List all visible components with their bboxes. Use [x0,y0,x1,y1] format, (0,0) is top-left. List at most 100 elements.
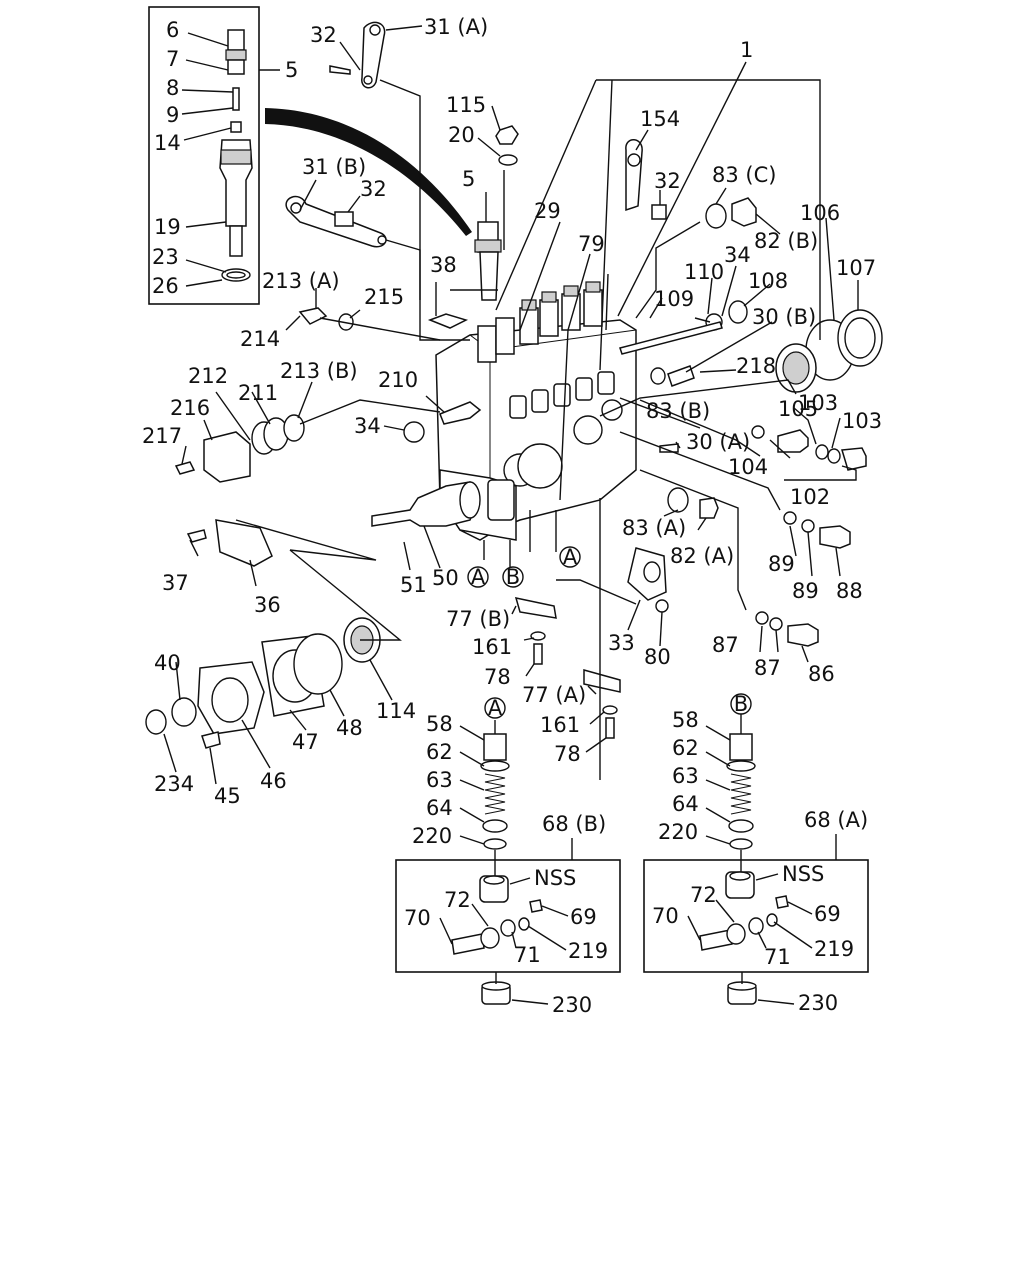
callout-8: 8 [166,76,179,100]
circle-marker-b-2: B [730,692,752,716]
callout-19: 19 [154,215,181,239]
callout-114: 114 [376,699,416,723]
callout-32-c: 32 [654,169,681,193]
tappet-stack-b [726,733,756,850]
callout-48: 48 [336,716,363,740]
callout-26: 26 [152,274,179,298]
callout-69-a: 69 [570,905,597,929]
callout-78-a: 78 [484,665,511,689]
callout-83-a: 83 (A) [622,516,686,540]
callout-34-a: 34 [354,414,381,438]
callout-62-a: 62 [426,740,453,764]
callout-230-a: 230 [552,993,592,1017]
callout-nss-b: NSS [782,862,824,886]
callout-82-b: 82 (B) [754,229,818,253]
callout-7: 7 [166,47,179,71]
svg-text:A: A [471,565,486,589]
callout-20: 20 [448,123,475,147]
callout-1: 1 [740,38,753,62]
callout-62-b: 62 [672,736,699,760]
callout-88: 88 [836,579,863,603]
callout-110: 110 [684,260,724,284]
callout-45: 45 [214,784,241,808]
callout-5: 5 [462,167,475,191]
reference-swoosh-arrow [265,108,472,236]
callout-211: 211 [238,381,278,405]
callout-14: 14 [154,131,181,155]
callout-32-a: 32 [310,23,337,47]
callout-46: 46 [260,769,287,793]
callout-68-b: 68 (B) [542,812,606,836]
circle-marker-b-1: B [502,565,524,589]
callout-214: 214 [240,327,280,351]
callout-5-inset: 5 [285,58,298,82]
callout-37: 37 [162,571,189,595]
callout-33: 33 [608,631,635,655]
callout-87-a: 87 [712,633,739,657]
callout-220-a: 220 [412,824,452,848]
delivery-valve-holder [474,221,502,301]
callout-64-a: 64 [426,796,453,820]
callout-32-b: 32 [360,177,387,201]
callout-86: 86 [808,662,835,686]
callout-79: 79 [578,232,605,256]
callout-220-b: 220 [658,820,698,844]
callout-89-a: 89 [768,552,795,576]
callout-71-a: 71 [514,943,541,967]
circle-marker-a-1: A [467,565,489,589]
callout-69-b: 69 [814,902,841,926]
callout-219-a: 219 [568,939,608,963]
callout-72-a: 72 [444,888,471,912]
callout-31-a: 31 (A) [424,15,488,39]
callout-83-b: 83 (B) [646,399,710,423]
callout-63-b: 63 [672,764,699,788]
callout-34-b: 34 [724,243,751,267]
callout-105: 105 [778,397,818,421]
callout-70-b: 70 [652,904,679,928]
callout-23: 23 [152,245,179,269]
callout-58-b: 58 [672,708,699,732]
callout-71-b: 71 [764,945,791,969]
delivery-valve-inset-box [148,6,260,305]
callout-6: 6 [166,18,179,42]
svg-text:A: A [563,545,578,569]
callout-78-b: 78 [554,742,581,766]
callout-89-b: 89 [792,579,819,603]
callout-36: 36 [254,593,281,617]
callout-58-a: 58 [426,712,453,736]
callout-80: 80 [644,645,671,669]
callout-77-a: 77 (A) [522,683,586,707]
callout-82-a: 82 (A) [670,544,734,568]
callout-63-a: 63 [426,768,453,792]
callout-30-a: 30 (A) [686,430,750,454]
callout-161-a: 161 [472,635,512,659]
callout-64-b: 64 [672,792,699,816]
callout-215: 215 [364,285,404,309]
callout-218: 218 [736,354,776,378]
callout-213-b: 213 (B) [280,359,358,383]
callout-30-b: 30 (B) [752,305,816,329]
callout-106: 106 [800,201,840,225]
svg-text:A: A [488,696,503,720]
callout-51: 51 [400,573,427,597]
callout-83-c: 83 (C) [712,163,776,187]
callout-102: 102 [790,485,830,509]
callout-154: 154 [640,107,680,131]
callout-219-b: 219 [814,937,854,961]
callout-103-a: 103 [798,391,838,415]
callout-234: 234 [154,772,194,796]
tappet-inset-box-68a [643,859,869,973]
callout-nss-a: NSS [534,866,576,890]
callout-212: 212 [188,364,228,388]
callout-29: 29 [534,199,561,223]
callout-217: 217 [142,424,182,448]
callout-77-b: 77 (B) [446,607,510,631]
svg-text:B: B [506,565,520,589]
circle-marker-a-3: A [484,696,506,720]
injection-pump-housing [371,281,637,541]
callout-9: 9 [166,103,179,127]
callout-103-b: 103 [842,409,882,433]
callout-40: 40 [154,651,181,675]
callout-72-b: 72 [690,883,717,907]
callout-108: 108 [748,269,788,293]
